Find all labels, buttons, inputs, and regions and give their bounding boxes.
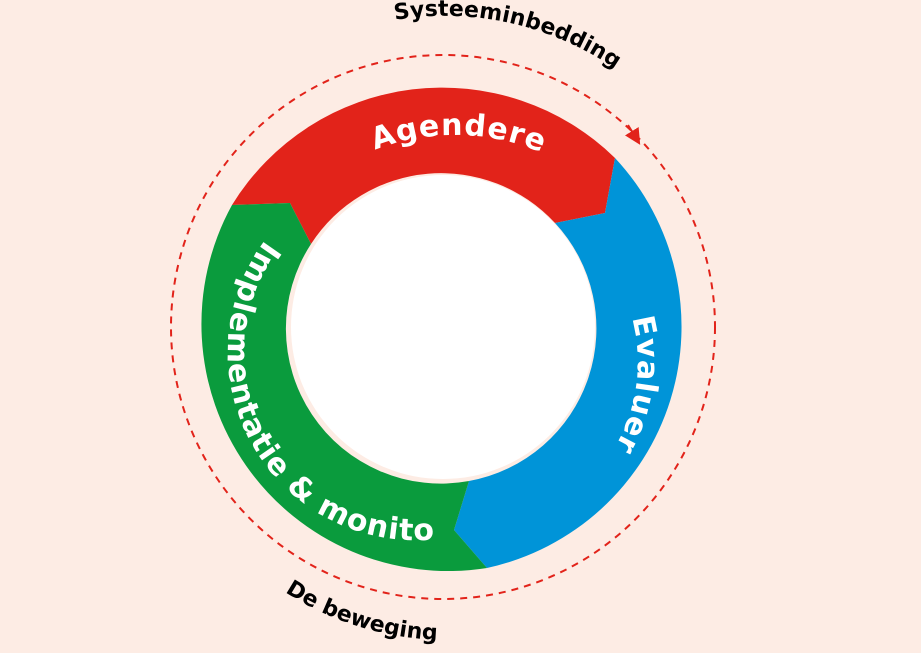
label-agenderen: Agenderen: [0, 0, 552, 160]
segment-agenderen: [232, 87, 615, 245]
inner-disc: [291, 175, 595, 479]
segment-evalueren: [454, 158, 682, 568]
label-systeeminbedding: Systeeminbedding: [392, 0, 625, 74]
segment-implementatie: [201, 203, 487, 572]
outer-arrow-icon: [624, 124, 641, 145]
outer-dashed-circle: [170, 54, 716, 600]
